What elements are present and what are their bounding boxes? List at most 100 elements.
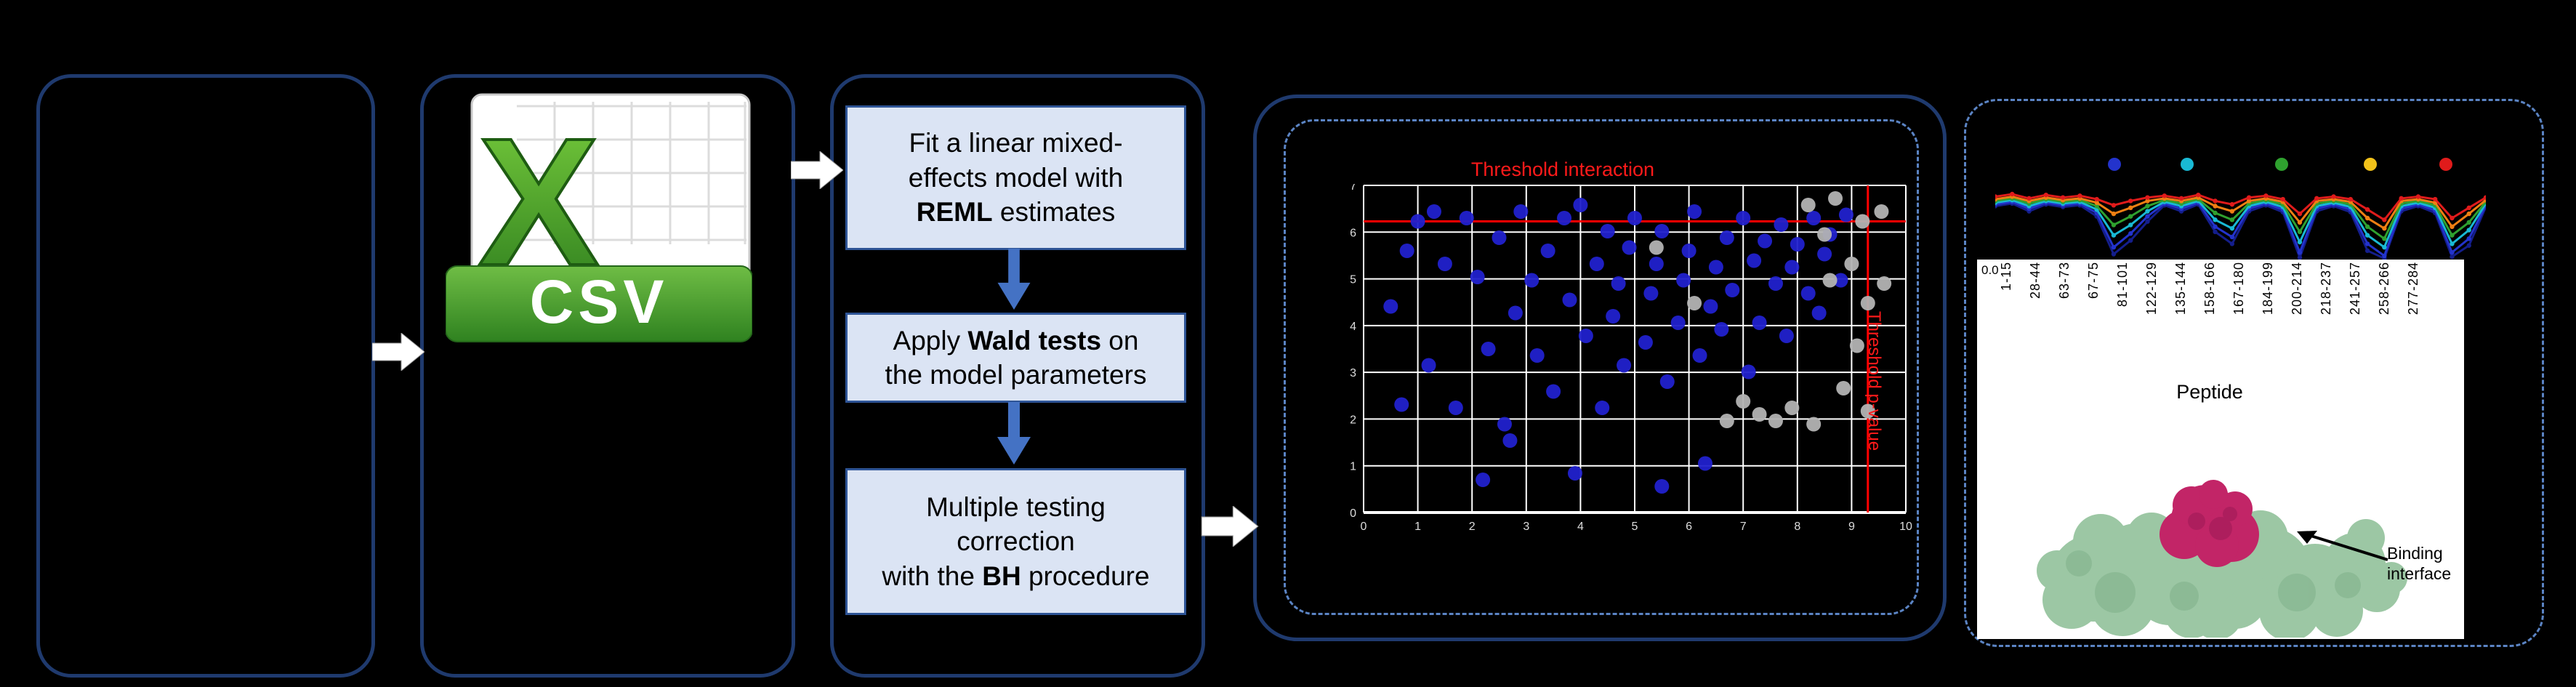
peptide-tick: 81-101 <box>2108 262 2137 377</box>
flow-text: procedure <box>1021 561 1150 591</box>
uptake-marker <box>2026 196 2032 201</box>
uptake-marker <box>2043 192 2049 198</box>
structure-dashed-frame <box>1964 99 2544 647</box>
scatter-point-gray-points <box>1784 401 1800 415</box>
uptake-marker <box>2077 193 2082 198</box>
scatter-point-gray-points <box>1874 204 1889 219</box>
uptake-marker <box>2060 195 2066 200</box>
panel-input <box>36 74 375 678</box>
scatter-point-gray-points <box>1752 407 1767 422</box>
scatter-x-tick: 7 <box>1740 521 1747 533</box>
scatter-point-blue-points <box>1524 273 1539 288</box>
right-arrow-icon <box>372 333 424 371</box>
uptake-line-orange <box>1995 195 2486 230</box>
uptake-marker <box>2382 253 2387 259</box>
scatter-point-blue-points <box>1800 286 1816 301</box>
scatter-point-gray-points <box>1855 214 1870 229</box>
peptide-tick-label: 258-266 <box>2376 262 2391 316</box>
scatter-x-tick: 1 <box>1414 521 1421 533</box>
protein-surface-shading <box>2066 550 2361 613</box>
uptake-marker <box>2297 211 2303 217</box>
uptake-marker <box>2466 211 2471 217</box>
uptake-marker <box>2128 222 2133 228</box>
uptake-marker <box>2466 228 2471 233</box>
scatter-x-tick: 10 <box>1899 521 1912 533</box>
uptake-marker <box>2111 252 2117 257</box>
scatter-point-blue-points <box>1426 204 1441 219</box>
uptake-marker <box>2128 231 2133 236</box>
peptide-tick-label: 200-214 <box>2289 262 2304 316</box>
scatter-point-blue-points <box>1399 244 1414 258</box>
scatter-y-tick: 3 <box>1350 367 1356 379</box>
peptide-tick-label: 135-144 <box>2173 262 2188 316</box>
scatter-point-blue-points <box>1697 456 1712 471</box>
peptide-axis-label: Peptide <box>2176 381 2243 403</box>
scatter-point-gray-points <box>1719 414 1734 428</box>
uptake-marker <box>2364 224 2370 229</box>
uptake-marker <box>2145 204 2150 209</box>
peptide-tick: 218-237 <box>2311 262 2340 377</box>
uptake-marker <box>2364 248 2370 254</box>
scatter-point-blue-points <box>1681 244 1696 258</box>
scatter-point-blue-points <box>1529 348 1545 363</box>
peptide-tick-label: 241-257 <box>2347 262 2362 316</box>
right-arrow-icon <box>791 151 843 189</box>
uptake-marker <box>2111 211 2117 217</box>
peptide-tick: 200-214 <box>2282 262 2311 377</box>
uptake-marker <box>2483 195 2486 200</box>
peptide-tick: 122-129 <box>2137 262 2166 377</box>
scatter-point-blue-points <box>1578 329 1593 343</box>
uptake-marker <box>2246 198 2252 204</box>
flow-text-bold: Wald tests <box>967 325 1102 355</box>
flow-box-bh: Multiple testing correction with the BH … <box>845 468 1186 615</box>
scatter-point-blue-points <box>1611 276 1626 291</box>
uptake-marker <box>2466 236 2471 241</box>
uptake-marker <box>2213 217 2218 222</box>
scatter-point-blue-points <box>1736 211 1751 225</box>
uptake-marker <box>2263 193 2269 198</box>
y-axis-zero-tick: 0.0 <box>1981 263 1999 277</box>
scatter-point-blue-points <box>1476 473 1491 487</box>
scatter-point-blue-points <box>1768 276 1783 291</box>
scatter-point-blue-points <box>1747 253 1762 268</box>
uptake-marker <box>2382 236 2387 241</box>
uptake-marker <box>2111 233 2117 238</box>
scatter-point-blue-points <box>1459 211 1474 225</box>
timepoint-dot-icon <box>2108 158 2121 171</box>
scatter-point-blue-points <box>1784 260 1800 275</box>
uptake-marker <box>2178 196 2184 201</box>
uptake-marker <box>2450 250 2455 255</box>
uptake-marker <box>2382 217 2387 222</box>
scatter-point-blue-points <box>1513 204 1529 219</box>
scatter-point-gray-points <box>1806 417 1822 432</box>
uptake-marker <box>2145 195 2150 200</box>
uptake-marker <box>2229 209 2235 214</box>
uptake-marker <box>2246 195 2252 200</box>
timepoint-dot-icon <box>2275 158 2288 171</box>
uptake-marker <box>2094 204 2099 209</box>
peptide-tick-label: 28-44 <box>2027 262 2042 300</box>
scatter-point-blue-points <box>1546 384 1561 399</box>
uptake-marker <box>1995 194 1998 199</box>
uptake-marker <box>2466 205 2471 211</box>
scatter-x-tick: 4 <box>1577 521 1584 533</box>
scatter-point-blue-points <box>1838 207 1853 222</box>
uptake-marker <box>2229 201 2235 207</box>
scatter-point-blue-points <box>1833 273 1848 288</box>
peptide-tick-label: 218-237 <box>2318 262 2333 316</box>
flow-text: the model parameters <box>885 360 1147 390</box>
scatter-point-blue-points <box>1497 417 1512 432</box>
uptake-marker <box>2364 207 2370 212</box>
uptake-marker <box>2213 204 2218 209</box>
peptide-tick-label: 81-101 <box>2114 262 2130 308</box>
flow-text: on <box>1101 325 1139 355</box>
uptake-marker <box>2466 243 2471 248</box>
scatter-point-blue-points <box>1595 401 1610 415</box>
peptide-tick: 1-15 <box>1992 262 2021 377</box>
scatter-point-blue-points <box>1817 246 1832 262</box>
scatter-point-blue-points <box>1649 257 1664 271</box>
peptide-tick: 167-180 <box>2224 262 2253 377</box>
binding-interface-annotation: Binding interface <box>2387 544 2452 583</box>
